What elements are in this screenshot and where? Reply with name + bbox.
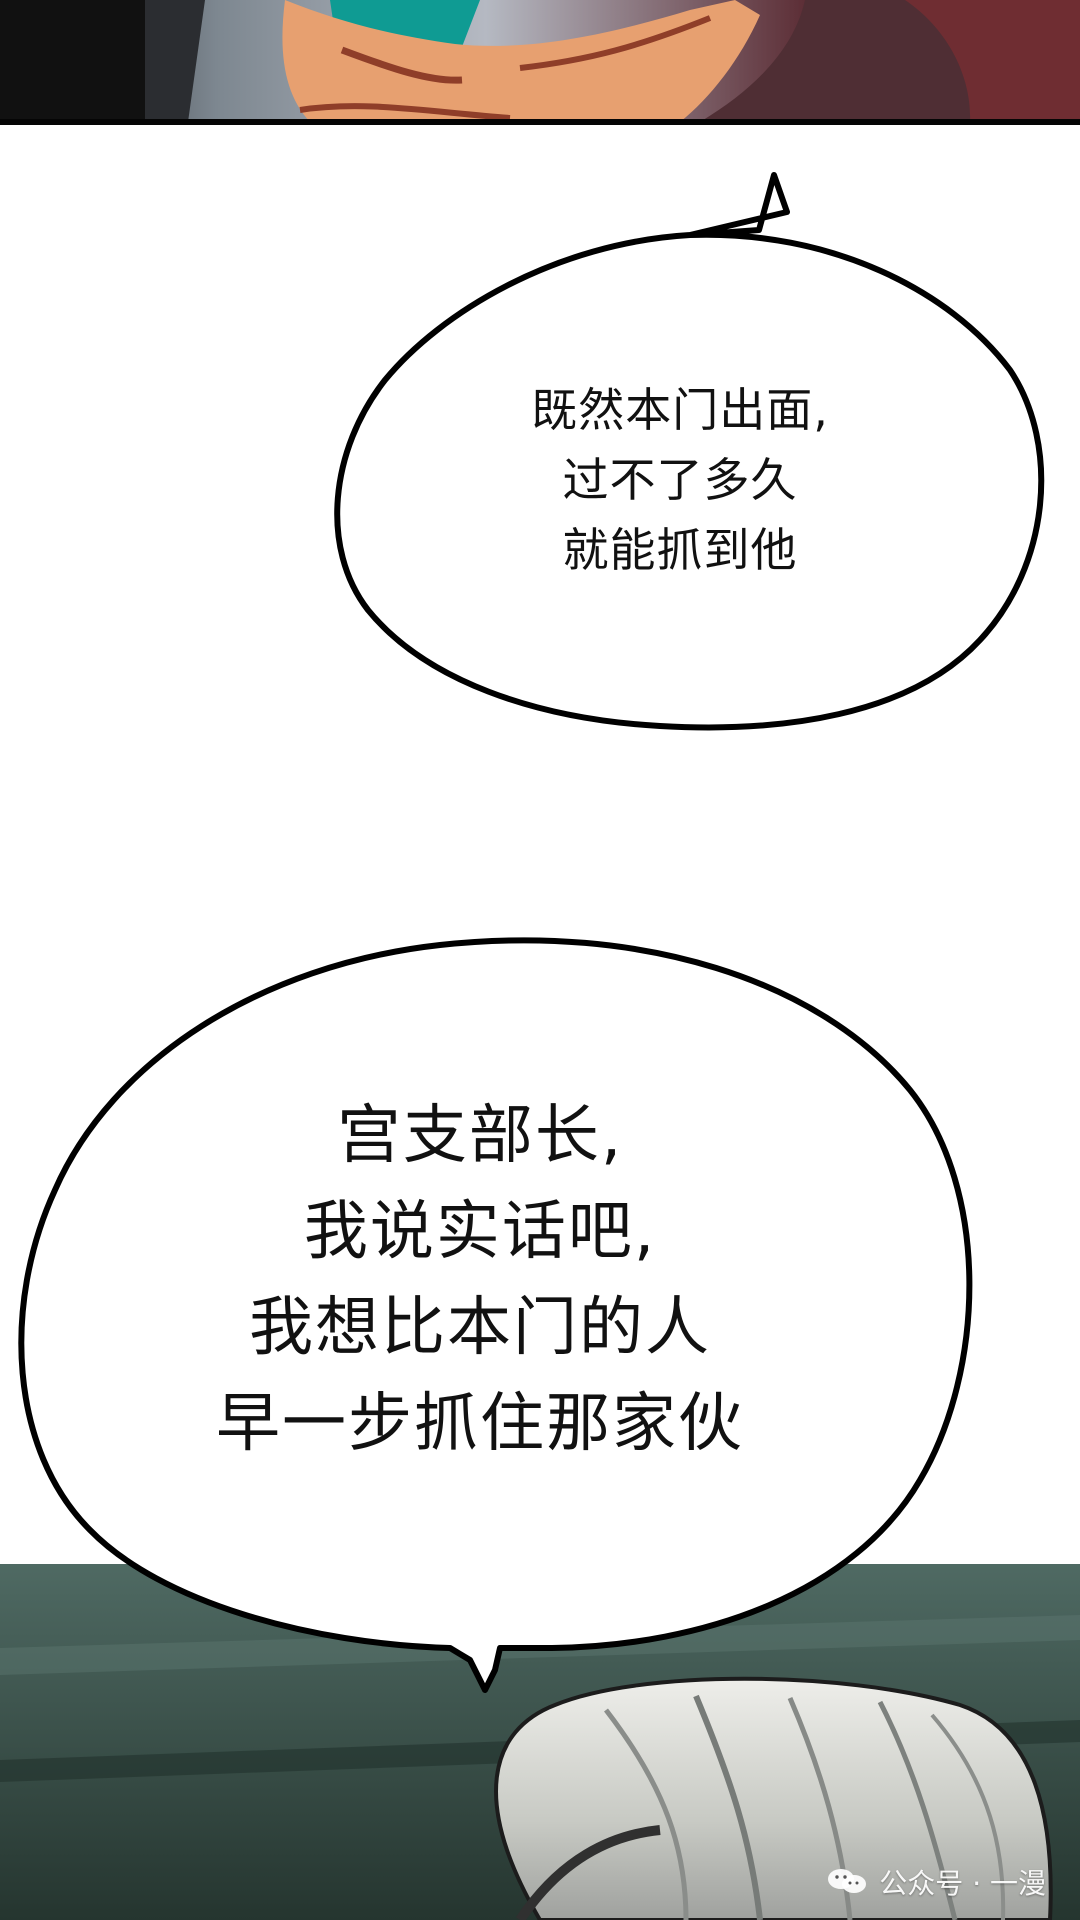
top-panel	[0, 0, 1080, 125]
lower-bubble-line-3: 我想比本门的人	[249, 1291, 711, 1365]
lower-bubble-line-4: 早一步抓住那家伙	[216, 1387, 744, 1461]
watermark-text: 公众号 · 一漫	[879, 1867, 1046, 1900]
lower-speech-bubble	[18, 937, 973, 1693]
upper-bubble-line-2: 过不了多久	[562, 453, 798, 507]
lower-bubble-line-1: 宫支部长,	[336, 1099, 624, 1173]
watermark: 公众号 · 一漫	[825, 1862, 1046, 1902]
upper-bubble-line-1: 既然本门出面,	[531, 383, 829, 437]
lower-bubble-text: 宫支部长, 我说实话吧, 我想比本门的人 早一步抓住那家伙	[120, 1085, 840, 1475]
upper-bubble-line-3: 就能抓到他	[562, 523, 798, 577]
upper-speech-bubble	[334, 172, 1045, 731]
wechat-icon	[828, 1869, 867, 1893]
lower-bubble-line-2: 我说实话吧,	[303, 1195, 657, 1269]
upper-bubble-text: 既然本门出面, 过不了多久 就能抓到他	[430, 370, 930, 590]
